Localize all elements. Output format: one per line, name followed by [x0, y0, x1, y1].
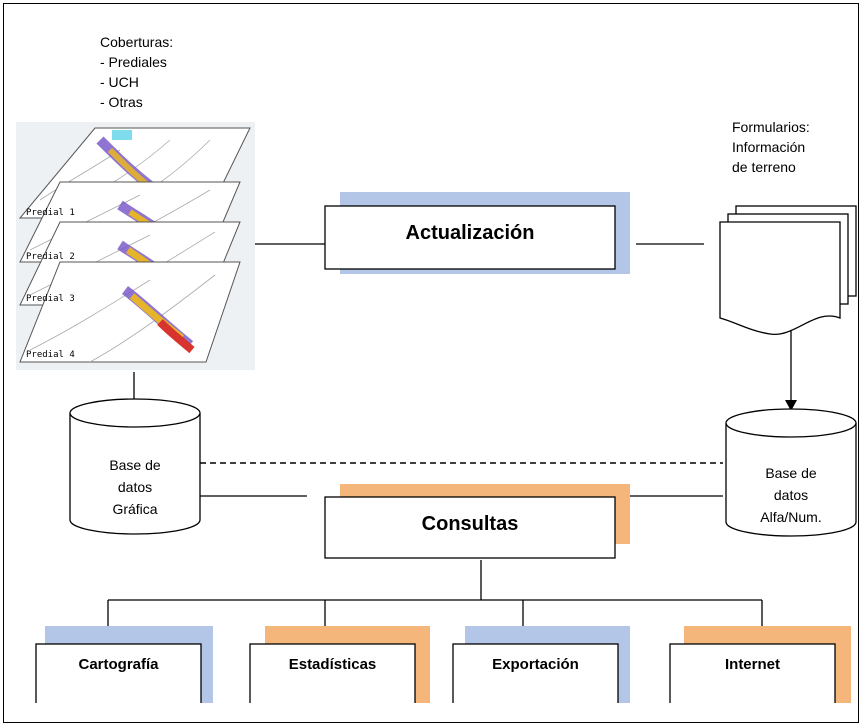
output-exportacion: Exportación: [492, 655, 579, 673]
alpha-db-label-2: datos: [773, 487, 809, 503]
output-internet: Internet: [724, 655, 780, 673]
output-cartografia: Cartografía: [78, 655, 159, 673]
coverage-item-prediales: - Prediales: [100, 54, 167, 70]
layer-label-2: Predial 2: [26, 252, 75, 262]
alpha-database-cylinder: [725, 408, 857, 537]
coverage-item-otras: - Otras: [100, 94, 143, 110]
forms-line-2: Información: [732, 139, 806, 155]
graphic-db-label-3: Gráfica: [112, 501, 158, 517]
layer-label-4: Predial 4: [26, 350, 75, 360]
coverage-item-uch: - UCH: [100, 74, 139, 90]
alpha-db-label-3: Alfa/Num.: [760, 509, 822, 525]
coverage-title: Coberturas:: [100, 34, 174, 50]
diagram-canvas: [16, 122, 857, 703]
output-estadisticas: Estadísticas: [288, 655, 377, 673]
update-label: Actualización: [405, 222, 535, 244]
layer-label-1: Predial 1: [26, 208, 75, 218]
forms-line-3: de terreno: [732, 159, 796, 175]
output-boxes: [35, 626, 851, 703]
map-layers-image: [16, 122, 255, 370]
query-label: Consultas: [421, 513, 519, 535]
update-box: [324, 192, 630, 274]
map-layer-4: [19, 261, 241, 363]
forms-document-stack: [719, 205, 857, 335]
query-box: [324, 484, 630, 559]
graphic-database-cylinder: [69, 398, 201, 535]
layer-label-3: Predial 3: [26, 294, 75, 304]
forms-title: Formularios:: [732, 119, 810, 135]
alpha-db-label-1: Base de: [765, 465, 817, 481]
graphic-db-label-2: datos: [117, 479, 153, 495]
graphic-db-label-1: Base de: [109, 457, 161, 473]
